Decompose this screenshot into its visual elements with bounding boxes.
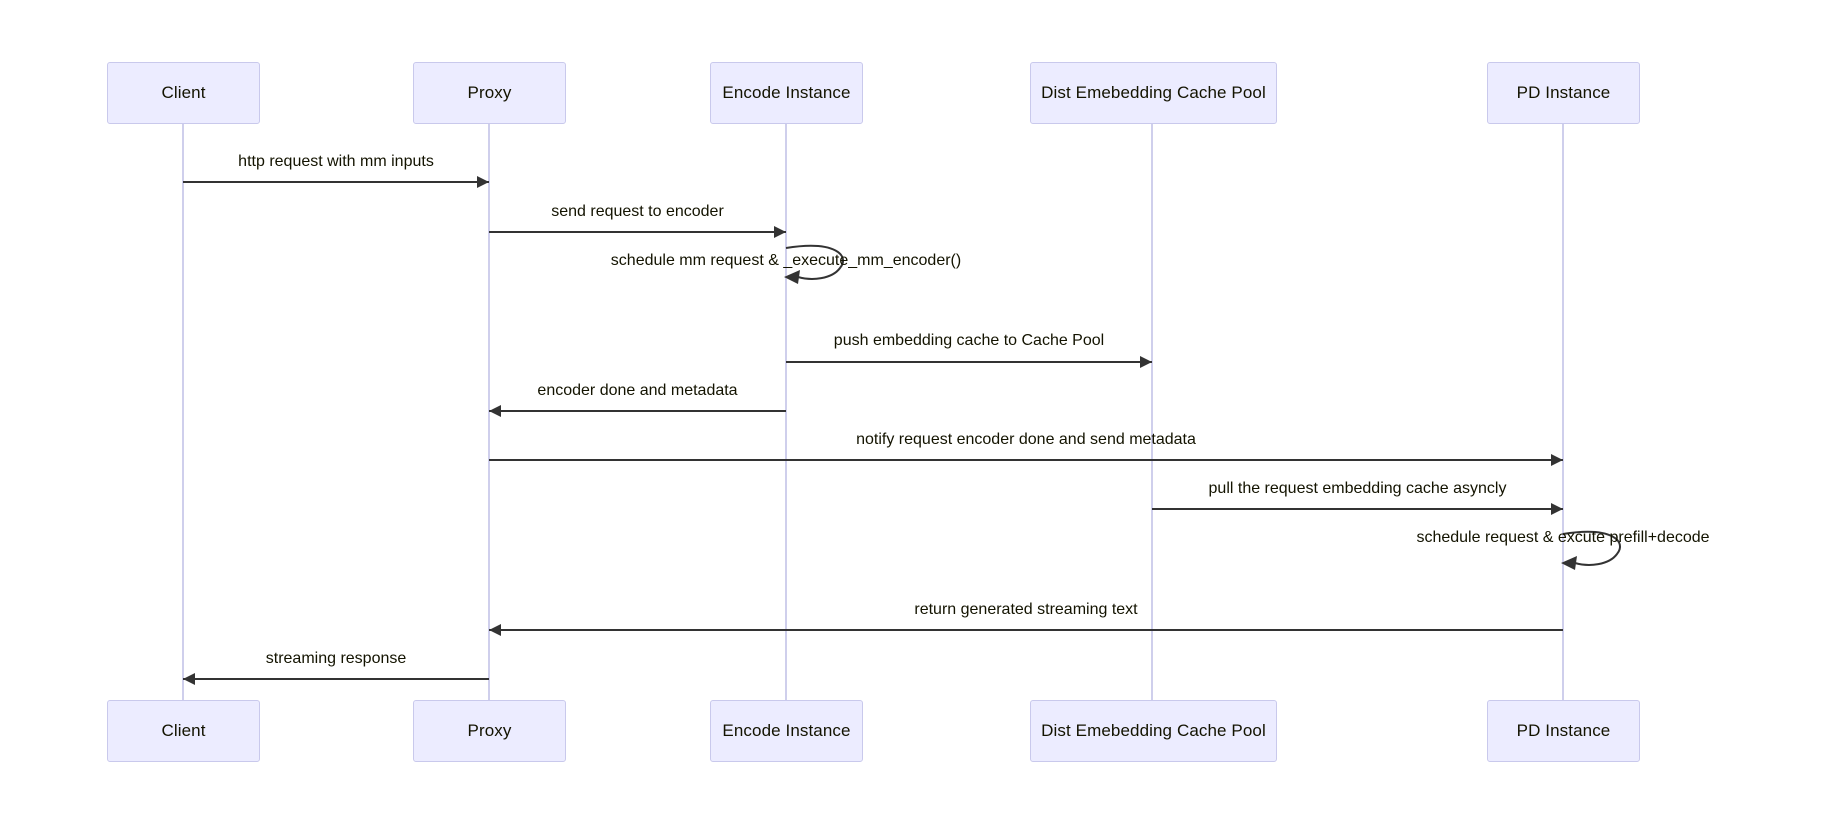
message-label-m3: schedule mm request & _execute_mm_encode… <box>610 252 962 269</box>
participant-label: PD Instance <box>1516 721 1611 740</box>
participant-bottom-encoder[interactable]: Encode Instance <box>710 700 863 762</box>
arrowhead-m6 <box>1551 454 1563 466</box>
message-line-m2 <box>489 231 786 233</box>
arrowhead-m7 <box>1551 503 1563 515</box>
message-line-m5 <box>489 410 786 412</box>
message-label-m1: http request with mm inputs <box>238 153 434 170</box>
message-label-m6: notify request encoder done and send met… <box>856 431 1196 448</box>
participant-bottom-pd[interactable]: PD Instance <box>1487 700 1640 762</box>
arrowhead-m4 <box>1140 356 1152 368</box>
participant-label: Encode Instance <box>722 83 851 102</box>
participant-label: Encode Instance <box>722 721 851 740</box>
lifeline-client <box>182 124 184 700</box>
participant-top-proxy[interactable]: Proxy <box>413 62 566 124</box>
arrowhead-m2 <box>774 226 786 238</box>
participant-label: Proxy <box>467 721 512 740</box>
message-line-m10 <box>183 678 489 680</box>
message-line-m6 <box>489 459 1563 461</box>
participant-top-cache[interactable]: Dist Emebedding Cache Pool <box>1030 62 1277 124</box>
message-label-m2: send request to encoder <box>551 203 724 220</box>
participant-bottom-proxy[interactable]: Proxy <box>413 700 566 762</box>
participant-top-client[interactable]: Client <box>107 62 260 124</box>
lifeline-cache <box>1151 124 1153 700</box>
participant-label: Client <box>161 721 206 740</box>
arrowhead-m1 <box>477 176 489 188</box>
participant-top-encoder[interactable]: Encode Instance <box>710 62 863 124</box>
arrowhead-m9 <box>489 624 501 636</box>
self-message-loop-m8 <box>1561 530 1622 570</box>
message-label-m8: schedule request & excute prefill+decode <box>1416 529 1710 546</box>
participant-label: Dist Emebedding Cache Pool <box>1041 721 1266 740</box>
participant-bottom-client[interactable]: Client <box>107 700 260 762</box>
message-label-m7: pull the request embedding cache asyncly <box>1208 480 1507 497</box>
participant-label: Dist Emebedding Cache Pool <box>1041 83 1266 102</box>
message-label-m9: return generated streaming text <box>914 601 1138 618</box>
participant-label: PD Instance <box>1516 83 1611 102</box>
lifeline-encoder <box>785 124 787 700</box>
participant-top-pd[interactable]: PD Instance <box>1487 62 1640 124</box>
message-label-m10: streaming response <box>265 650 407 667</box>
message-label-m4: push embedding cache to Cache Pool <box>833 332 1105 349</box>
self-message-loop-m3 <box>784 244 845 284</box>
arrowhead-m5 <box>489 405 501 417</box>
lifeline-pd <box>1562 124 1564 700</box>
message-line-m1 <box>183 181 489 183</box>
participant-label: Client <box>161 83 206 102</box>
message-line-m9 <box>489 629 1563 631</box>
participant-bottom-cache[interactable]: Dist Emebedding Cache Pool <box>1030 700 1277 762</box>
message-line-m7 <box>1152 508 1563 510</box>
arrowhead-m10 <box>183 673 195 685</box>
message-line-m4 <box>786 361 1152 363</box>
participant-label: Proxy <box>467 83 512 102</box>
message-label-m5: encoder done and metadata <box>537 382 738 399</box>
